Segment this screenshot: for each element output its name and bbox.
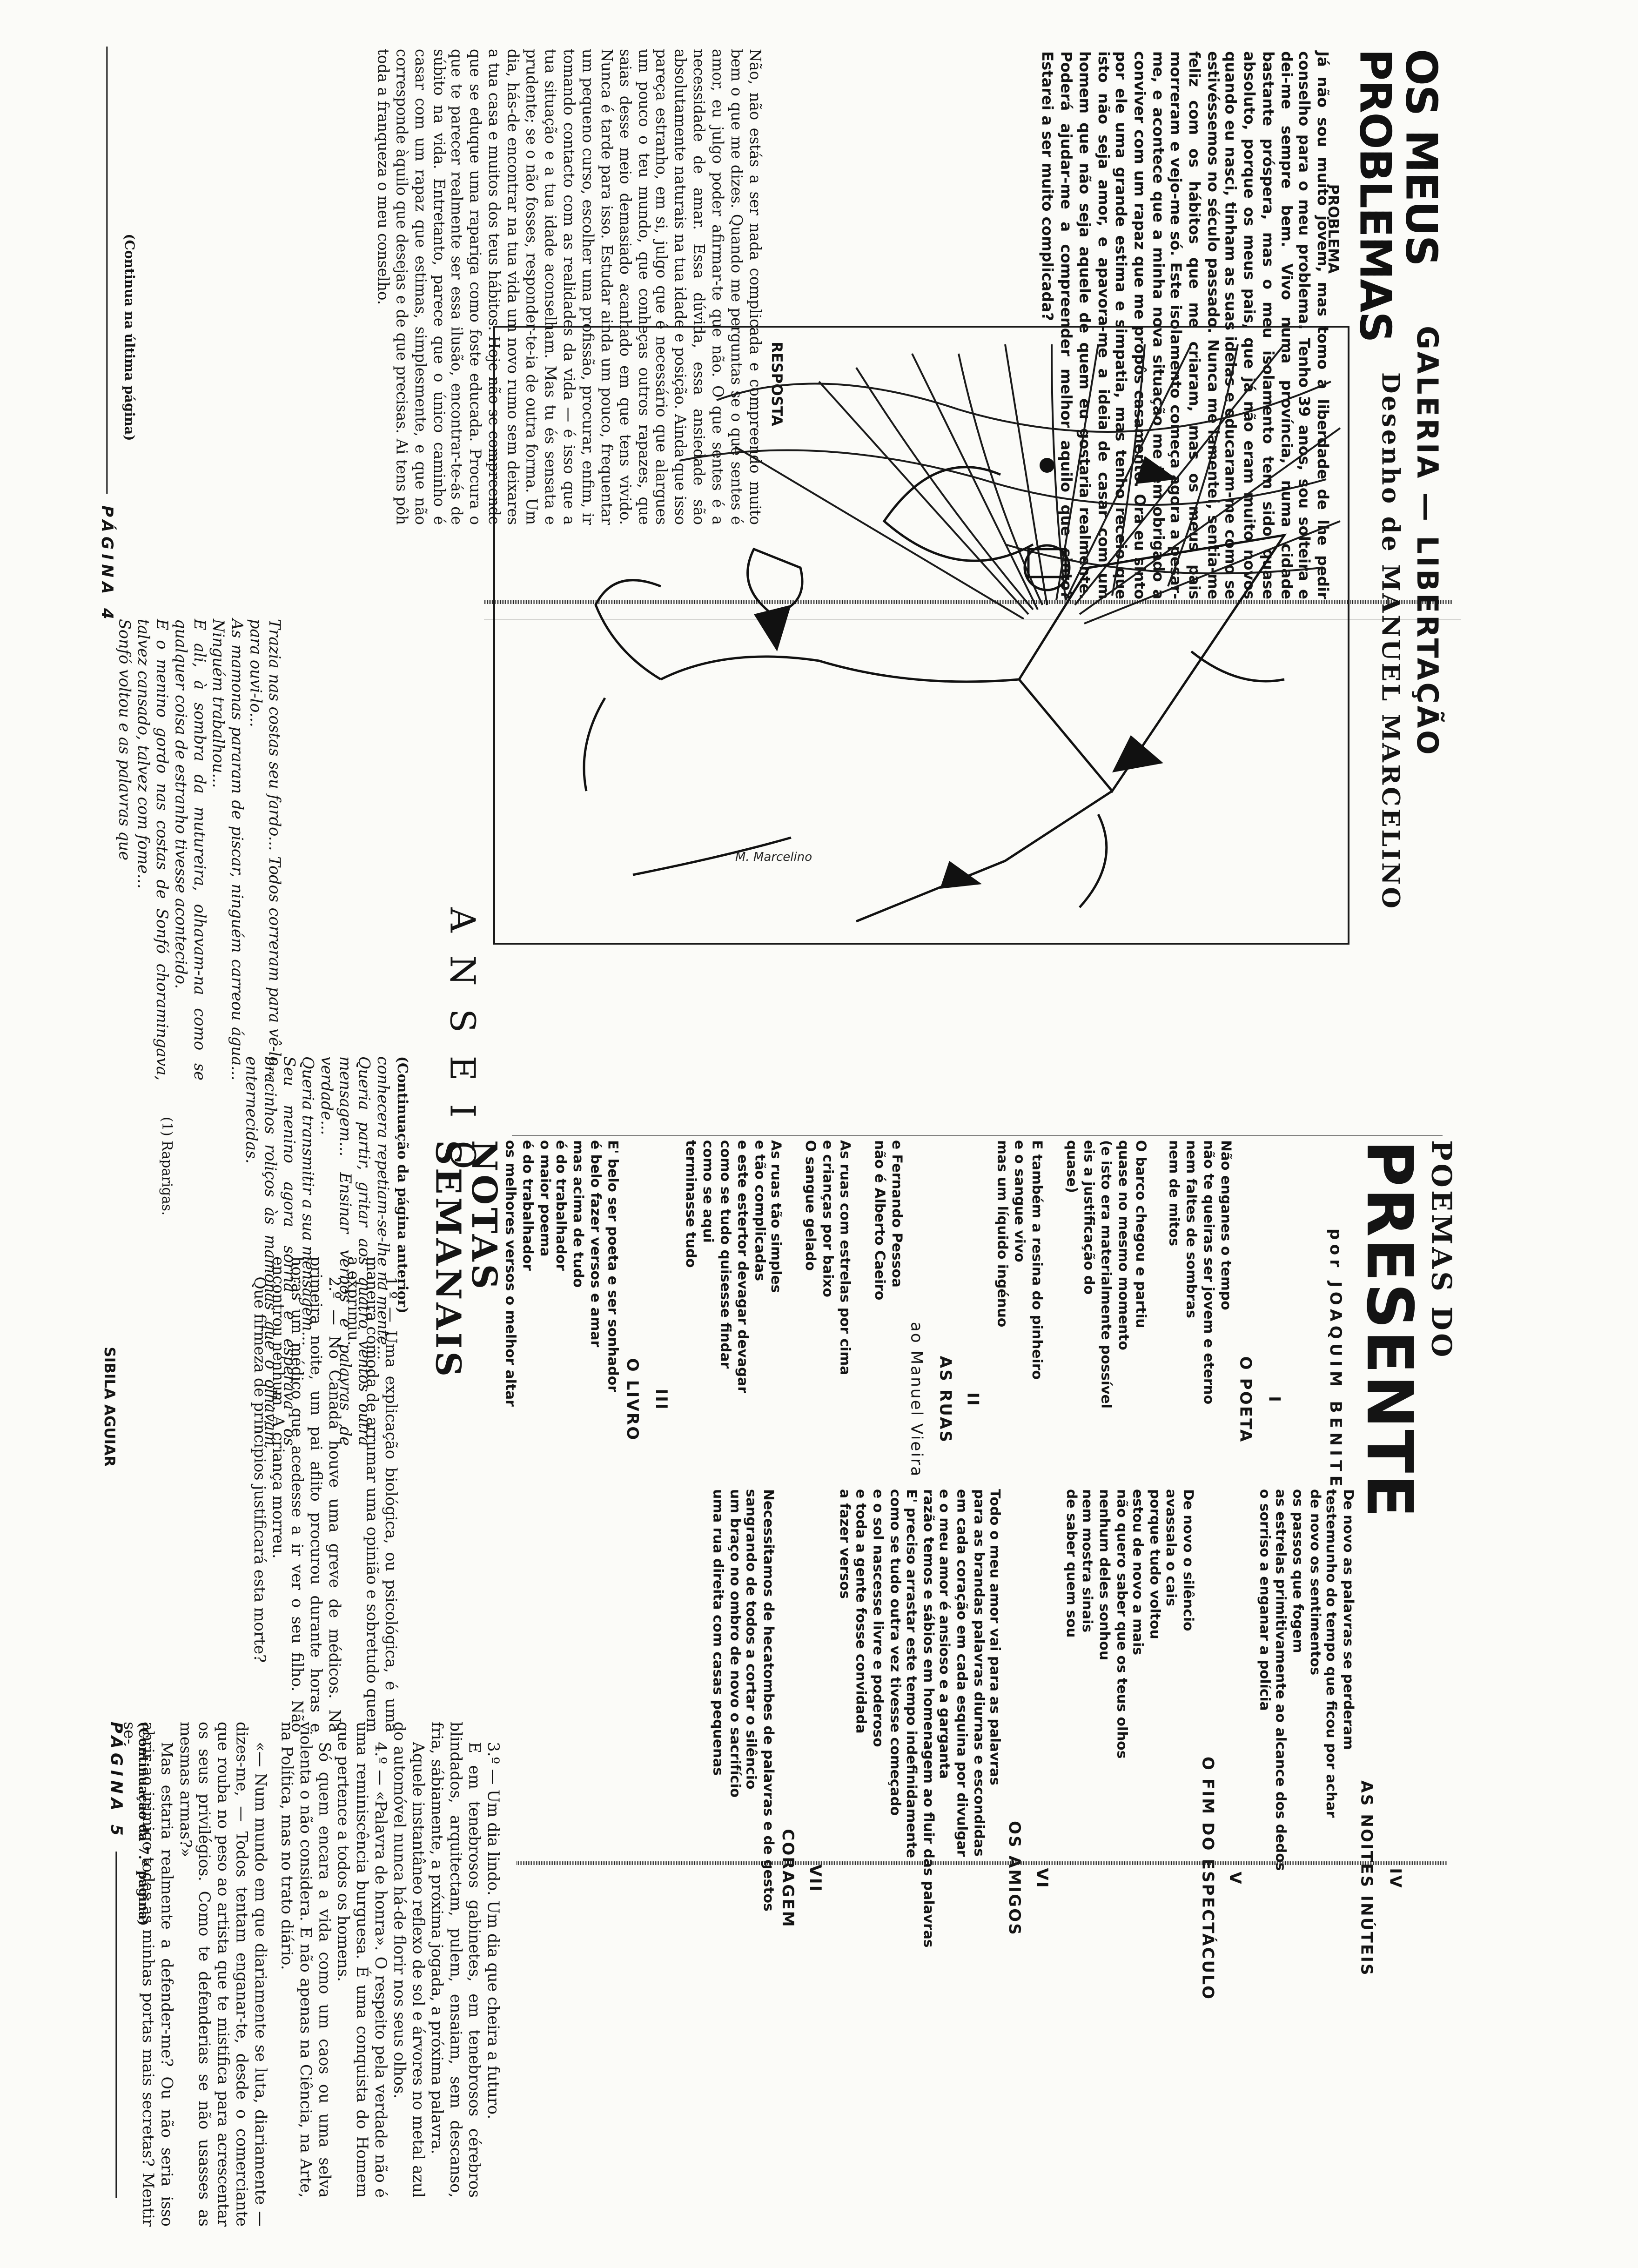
page-4-label: PÁGINA 4 <box>97 505 116 624</box>
poem-7-title: CORAGEM <box>778 1829 797 1928</box>
poem-5-lines: De novo o silêncio avassala o cais porqu… <box>1062 1489 1195 1759</box>
anseio-line-6: As mamonas pararam de piscar, ninguém ca… <box>208 619 247 1080</box>
anseio-col2: Trazia nas costas seu fardo... Todos cor… <box>0 619 284 1080</box>
anseio-line-9: Sonfó voltou e as palavras que <box>115 619 134 861</box>
galeria-subtitle-block: Desenho de MANUEL MARCELINO <box>1365 372 1405 1094</box>
hatched-divider <box>484 600 1452 604</box>
poem-3-num: III <box>651 1389 671 1411</box>
poem-6-num: VI <box>1033 1868 1052 1889</box>
anseio-line-7: E ali, à sombra da mutureira, olhavam-na… <box>171 619 209 1080</box>
drawing-signature: M. Marcelino <box>735 850 812 864</box>
nota-3b: E em tenebrosos gabinetes, em tenebrosos… <box>427 1722 484 2198</box>
poem-3-title: O LIVRO <box>623 1358 642 1442</box>
nota-1: 1.º — Uma explicação biológica, ou psico… <box>344 1256 400 1732</box>
footer-right: PÁGINA 5 <box>97 1722 126 2198</box>
hatched-divider-2 <box>517 1861 1447 1865</box>
problemas-continued-text: (Continua na última página) <box>121 234 135 441</box>
notas-col1: 1.º — Uma explicação biológica, ou psico… <box>0 1256 400 1732</box>
poem-5-num: V <box>1226 1872 1245 1886</box>
poem-7-lines: Necessitamos de hecatombes de palavras e… <box>708 1489 776 1912</box>
center-fold <box>512 1135 1443 1136</box>
notas-title: NOTAS SEMANAIS <box>427 1140 506 1380</box>
notas-continued: (Continuação da 7.ª página) <box>134 1722 149 1926</box>
poem-4-num: IV <box>1386 1868 1405 1889</box>
nota-2b: Que firmeza de princípios justificará es… <box>250 1276 269 1663</box>
nota-3c: Aquele instantâneo reflexo de sol e árvo… <box>390 1722 428 2198</box>
poemas-column-2: IV AS NOITES INÚTEIS De novo as palavras… <box>693 1489 1415 2268</box>
poem-5-title: O FIM DO ESPECTÁCULO <box>1197 1756 1217 2001</box>
nota-4b: Só quem encara a vida como um caos ou um… <box>277 1722 334 2198</box>
poem-6-title: OS AMIGOS <box>1004 1821 1024 1936</box>
nota-4: 4.º — «Palavra de honra». O respeito pel… <box>334 1722 390 2198</box>
footer-left: PÁGINA 4 <box>87 47 116 624</box>
galeria-title-block: GALERIA — LIBERTAÇÃO <box>1402 326 1445 1191</box>
nota-3: 3.º — Um dia lindo. Um dia que cheira a … <box>483 1742 503 2120</box>
poem-6-lines: Todo o meu amor vai para as palavras par… <box>836 1489 1002 1948</box>
poem-4-title: AS NOITES INÚTEIS <box>1357 1780 1376 1977</box>
libertacao-drawing: M. Marcelino <box>493 326 1349 945</box>
notas-title-block: NOTAS SEMANAIS <box>427 1140 506 1544</box>
page-5-label: PÁGINA 5 <box>107 1722 126 1840</box>
nota-4c: «— Num mundo em que diariamente se luta,… <box>176 1722 270 2227</box>
galeria-title: GALERIA — LIBERTAÇÃO <box>1410 326 1445 757</box>
poem-3-lines: E' belo ser poeta e ser sonhador é belo … <box>501 1140 620 1407</box>
anseio-line-8: E o menino gordo nas costas de Sonfó cho… <box>134 619 172 1080</box>
poem-7-num: VII <box>806 1864 825 1893</box>
notas-continued-block: (Continuação da 7.ª página) <box>125 1722 154 2097</box>
poemas-title-small: POEMAS DO <box>1424 1140 1457 1360</box>
nota-2: 2.º — No Canadá houve uma greve de médic… <box>269 1256 344 1732</box>
galeria-subtitle: Desenho de MANUEL MARCELINO <box>1375 372 1404 911</box>
poem-4-lines: De novo as palavras se perderam testemun… <box>1255 1489 1356 1871</box>
anseio-line-5: Trazia nas costas seu fardo... Todos cor… <box>246 619 284 1080</box>
